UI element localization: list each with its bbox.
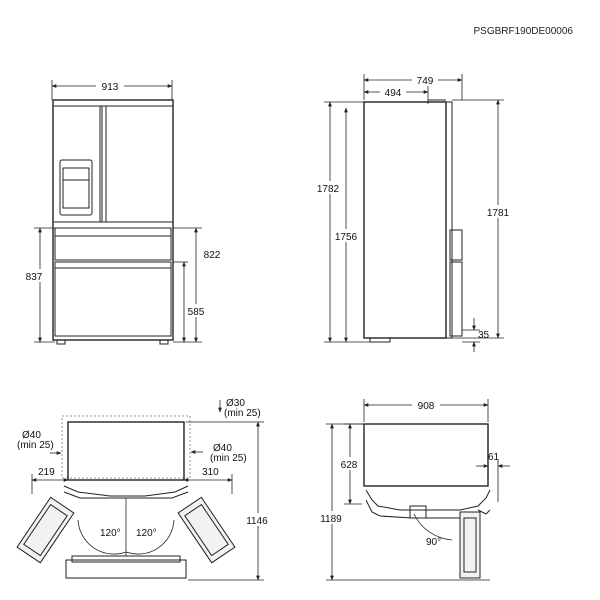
side-height-inner-label: 1756 [335,232,358,243]
side-door-depth-cabinet-label: 628 [341,460,358,471]
side-height-right-label: 1781 [487,208,510,219]
clearance-top-label: Ø30 [226,398,245,409]
product-code: PSGBRF190DE00006 [473,26,573,37]
side-depth-cabinet-label: 494 [385,88,402,99]
clearance-left-min-label: (min 25) [17,440,54,451]
side-door-width-label: 908 [418,401,435,412]
front-view: 913 837 822 [22,79,224,345]
side-depth-total-label: 749 [417,76,434,87]
top-view-doors-open: Ø30 (min 25) Ø40 (min 25) Ø40 (min 25) 2… [16,398,274,581]
side-view: 749 494 1782 1756 1781 [313,73,514,352]
clearance-left-label: Ø40 [22,430,41,441]
clearance-right-min-label: (min 25) [210,453,247,464]
angle-left-label: 120° [100,528,121,539]
front-height-lower-drawer-label: 585 [188,307,205,318]
front-height-total-label: 837 [26,272,43,283]
side-foot-clearance-label: 35 [478,330,490,341]
overhang-left-label: 219 [38,467,55,478]
side-door-angle-label: 90° [426,537,441,548]
side-door-gap-label: 61 [488,452,500,463]
front-width-label: 913 [102,82,119,93]
overhang-right-label: 310 [202,467,219,478]
clearance-right-label: Ø40 [213,443,232,454]
side-door-depth-total-label: 1189 [320,514,342,525]
side-height-left-label: 1782 [317,184,340,195]
angle-right-label: 120° [136,528,157,539]
front-height-drawer-top-label: 822 [204,250,221,261]
doors-open-depth-total-label: 1146 [246,516,268,527]
top-view-side-door: 908 628 61 90° 1189 [315,398,510,581]
clearance-top-min-label: (min 25) [224,408,261,419]
